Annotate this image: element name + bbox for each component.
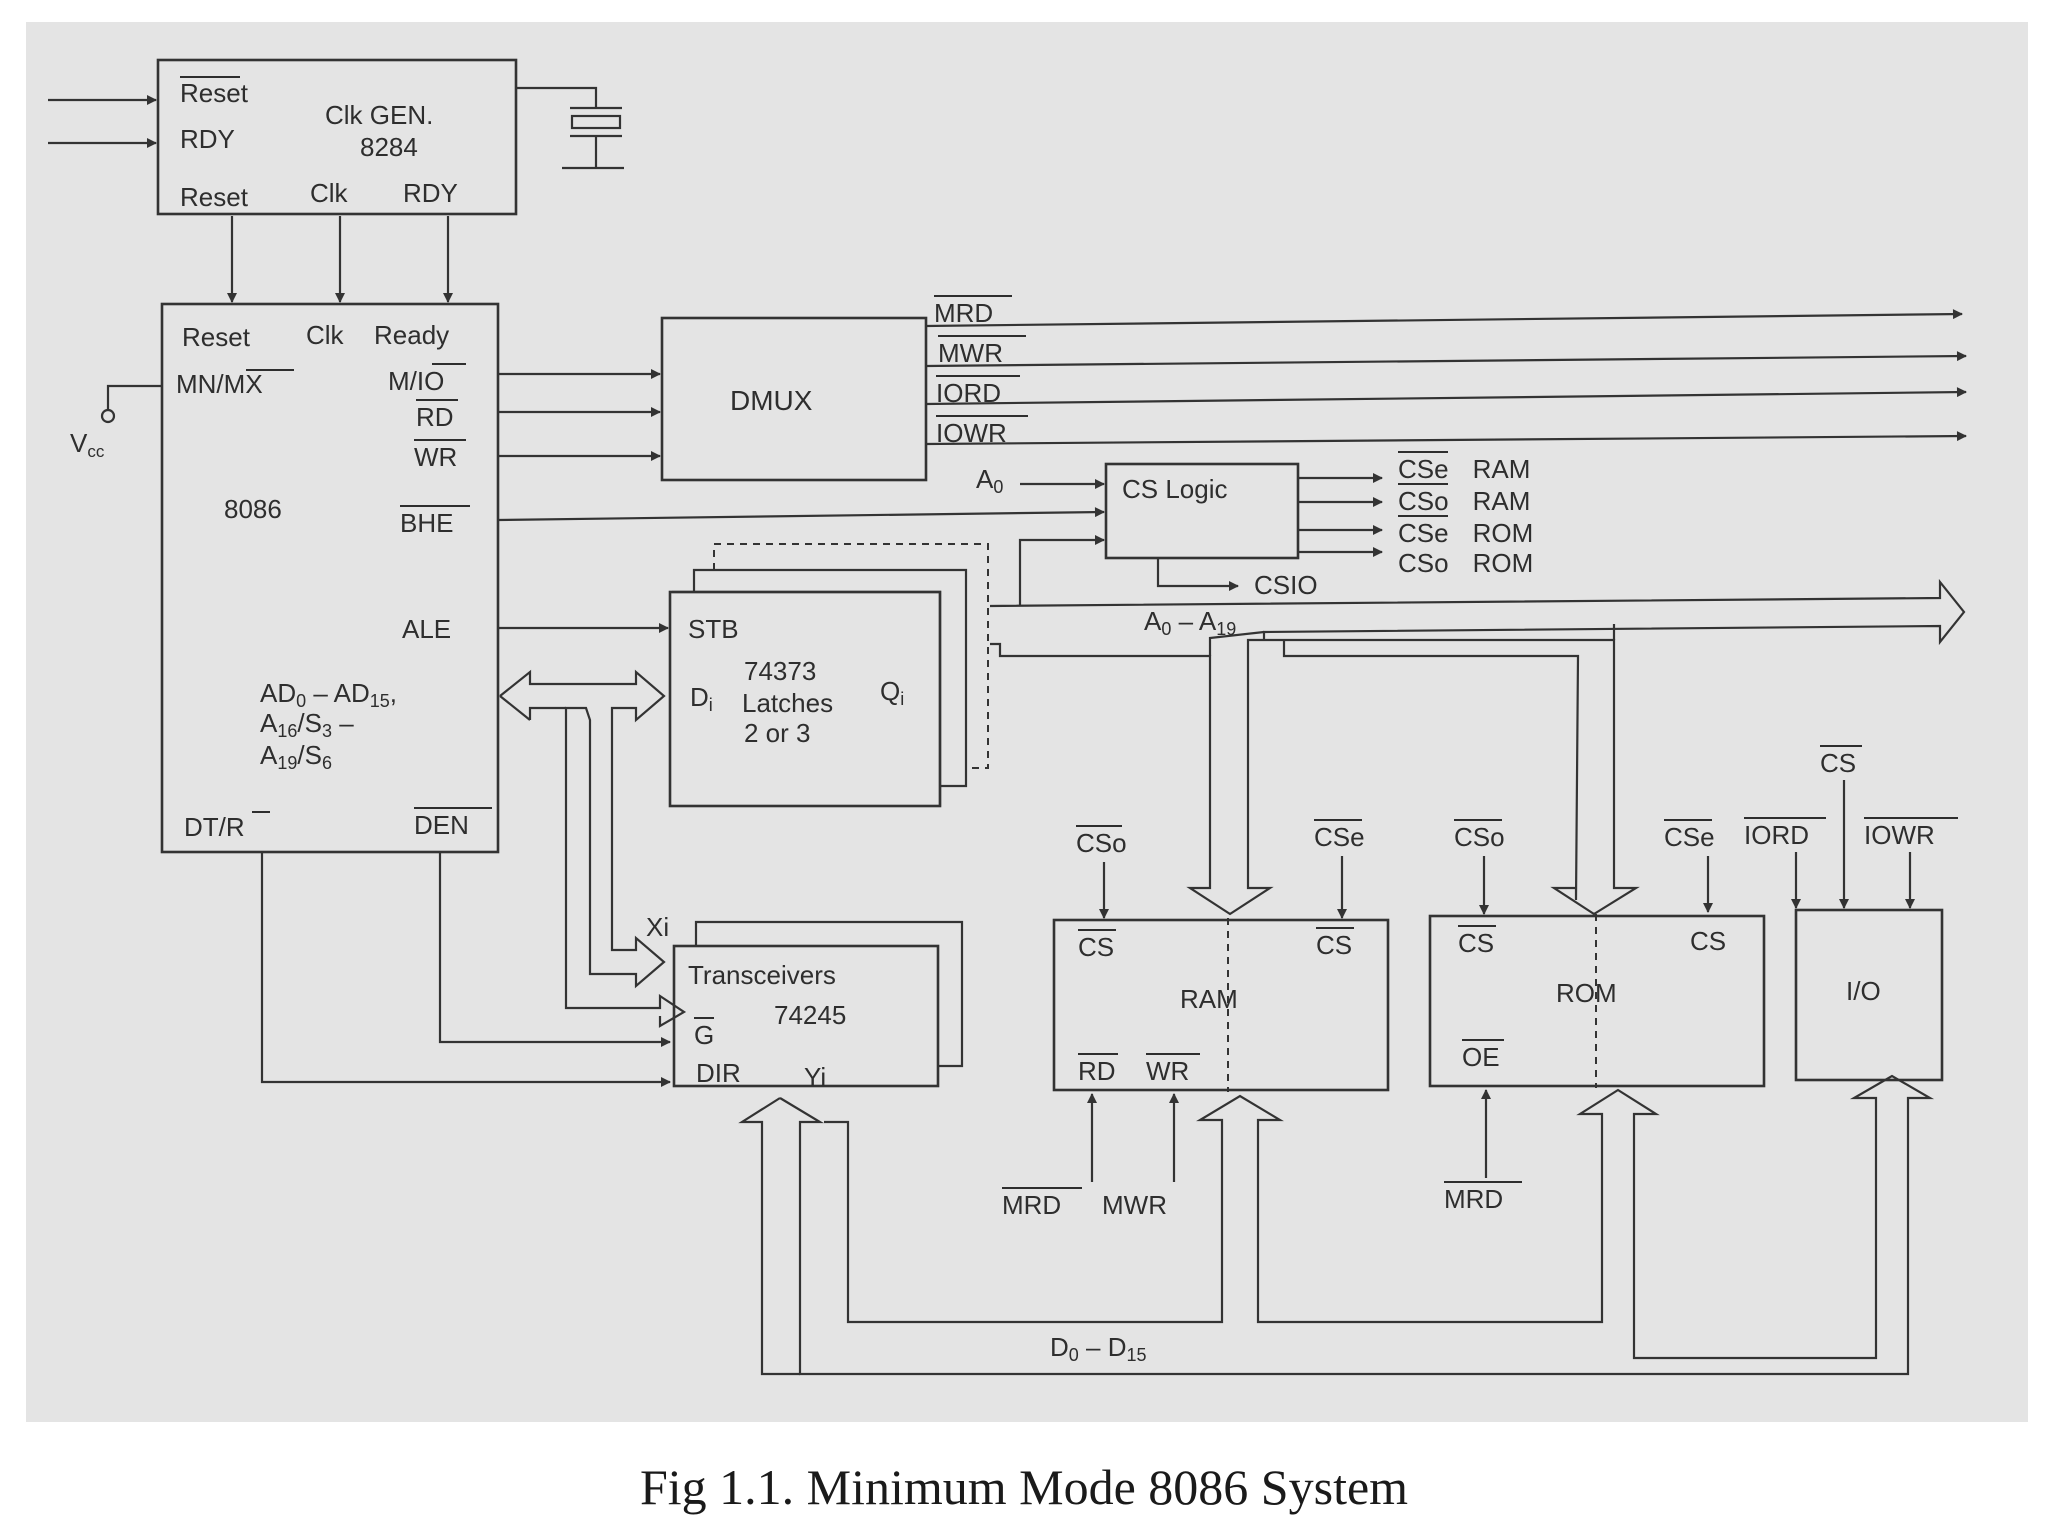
clockgen-clk-out: Clk (310, 178, 349, 208)
clockgen-rdy-out: RDY (403, 178, 458, 208)
cs-logic: CS Logic (1104, 462, 1300, 560)
transceiver-part: 74245 (774, 1000, 846, 1030)
clockgen-reset-out: Reset (180, 182, 249, 212)
transceiver-xi: Xi (646, 912, 669, 942)
ram-cso-in: CSo (1076, 828, 1127, 858)
ram-rd: RD (1078, 1056, 1116, 1086)
io-rom-cse: CSe (1664, 822, 1715, 852)
rom-oe: OE (1462, 1042, 1500, 1072)
ram-name: RAM (1180, 984, 1238, 1014)
transceiver-dir: DIR (696, 1058, 741, 1088)
cpu-reset: Reset (182, 322, 251, 352)
ram-cs-right: CS (1316, 930, 1352, 960)
latch-qi: Qi (880, 676, 904, 709)
transceiver-yi: Yi (804, 1062, 826, 1092)
io-name: I/O (1846, 976, 1881, 1006)
svg-text:Vcc: Vcc (70, 428, 105, 461)
cpu-ad-bus-label-2: A16/S3 – (260, 708, 354, 741)
cs-logic-a0: A0 (976, 464, 1003, 497)
latch-stb: STB (688, 614, 739, 644)
cpu-ready: Ready (374, 320, 449, 350)
cpu-8086: Reset Clk Ready MN/MX 8086 M/IO RD WR BH… (160, 302, 500, 854)
dmux: DMUX (660, 316, 928, 482)
io-iowr: IOWR (1864, 820, 1935, 850)
data-bus-label: D0 – D15 (1050, 1332, 1147, 1365)
latch-di: Di (690, 682, 713, 715)
rom: ROM CS CS OE CSo MRD (1428, 819, 1766, 1214)
data-bus: D0 – D15 (738, 1074, 1935, 1376)
ram-cs-left: CS (1078, 932, 1114, 962)
ram-mwr-in: MWR (1102, 1190, 1167, 1220)
clock-generator-8284: Reset RDY Clk GEN. 8284 Reset Clk RDY (48, 58, 624, 216)
rom-cs-left: CS (1458, 928, 1494, 958)
ram: RAM CS CS RD WR CSo CSe MRD MWR (1002, 819, 1390, 1220)
rom-cso-in: CSo (1454, 822, 1505, 852)
rom-name: ROM (1556, 978, 1617, 1008)
ram-wr: WR (1146, 1056, 1189, 1086)
address-bus-label: A0 – A19 (1144, 606, 1236, 639)
latch-74373: STB 74373 Di Latches Qi 2 or 3 (668, 543, 989, 808)
signal-mwr: MWR (938, 338, 1003, 368)
cpu-ad-bus-label-1: AD0 – AD15, (260, 678, 397, 711)
dmux-name: DMUX (730, 385, 813, 416)
ram-mrd-in: MRD (1002, 1190, 1061, 1220)
vcc-supply: Vcc (70, 384, 162, 461)
cpu-ad-bus-label-3: A19/S6 (260, 740, 332, 773)
cpu-rd: RD (416, 402, 454, 432)
cpu-clk: Clk (306, 320, 345, 350)
clockgen-reset-in: Reset (180, 78, 249, 108)
cpu-name: 8086 (224, 494, 282, 524)
latch-latches: Latches (742, 688, 833, 718)
ram-cse-in: CSe (1314, 822, 1365, 852)
cpu-ad-bus-connector (499, 669, 687, 1028)
cs-logic-name: CS Logic (1122, 474, 1228, 504)
cpu-dt-r: DT/R (184, 812, 245, 842)
latch-part: 74373 (744, 656, 816, 686)
io-device: I/O CSe IORD IOWR CS (1664, 745, 1958, 1082)
address-bus: A0 – A19 (989, 578, 1966, 916)
clockgen-rdy-in: RDY (180, 124, 235, 154)
clockgen-title: Clk GEN. (325, 100, 433, 130)
cpu-m-io: M/IO (388, 366, 444, 396)
crystal-icon (516, 86, 624, 170)
cpu-ale: ALE (402, 614, 451, 644)
transceiver-g: G (694, 1020, 714, 1050)
signal-iowr: IOWR (936, 418, 1007, 448)
transceiver-name: Transceivers (688, 960, 836, 990)
cpu-mn-mx: MN/MX (176, 369, 263, 399)
signal-iord: IORD (936, 378, 1001, 408)
cs-out-csio: CSIO (1254, 570, 1318, 600)
io-cs: CS (1820, 748, 1856, 778)
figure-caption: Fig 1.1. Minimum Mode 8086 System (639, 1459, 1409, 1515)
rom-mrd-in: MRD (1444, 1184, 1503, 1214)
transceiver-74245: Transceivers 74245 G DIR Yi Xi (646, 912, 964, 1092)
clockgen-part: 8284 (360, 132, 418, 162)
cpu-wr: WR (414, 442, 457, 472)
rom-cs-right: CS (1690, 926, 1726, 956)
signal-mrd: MRD (934, 298, 993, 328)
latch-count: 2 or 3 (744, 718, 811, 748)
cpu-den: DEN (414, 810, 469, 840)
io-iord: IORD (1744, 820, 1809, 850)
cpu-bhe: BHE (400, 508, 453, 538)
